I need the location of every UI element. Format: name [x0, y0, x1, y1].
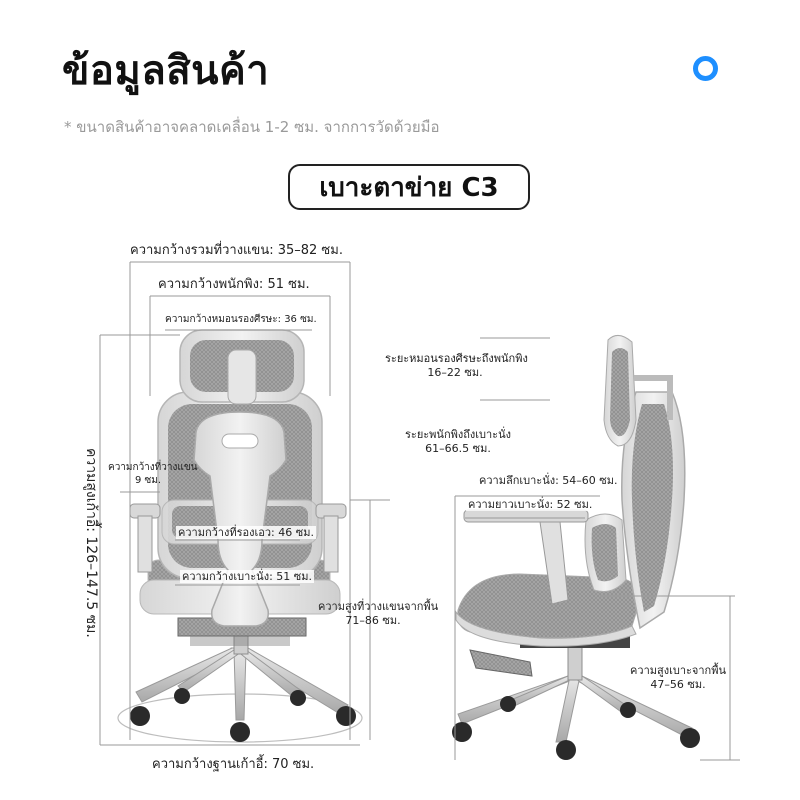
headrest-to-back-label: ระยะหมอนรองศีรษะถึงพนักพิง 16–22 ซม. [385, 352, 528, 380]
armrest-width-line1: ความกว้างที่วางแขน [108, 462, 198, 473]
armrest-width-line2: 9 ซม. [134, 474, 162, 486]
side-dimension-lines [454, 337, 740, 761]
back-to-seat-line2: 61–66.5 ซม. [425, 441, 491, 455]
armrest-height-label: ความสูงที่วางแขนจากพื้น 71–86 ซม. [318, 600, 439, 628]
lumbar-width-label: ความกว้างที่รองเอว: 46 ซม. [176, 526, 316, 540]
seat-width-text: ความกว้างเบาะนั่ง: 51 ซม. [180, 570, 314, 583]
seat-depth-text: ความลึกเบาะนั่ง: 54–60 ซม. [477, 474, 620, 487]
seat-length-label: ความยาวเบาะนั่ง: 52 ซม. [466, 498, 595, 512]
armrest-width-label: ความกว้างที่วางแขน 9 ซม. [108, 462, 198, 487]
total-width-label: ความกว้างรวมที่วางแขน: 35–82 ซม. [130, 243, 343, 258]
headrest-width-label: ความกว้างหมอนรองศีรษะ: 36 ซม. [165, 314, 317, 325]
measurement-note: * ขนาดสินค้าอาจคลาดเคลื่อน 1-2 ซม. จากกา… [64, 118, 440, 136]
seat-depth-label: ความลึกเบาะนั่ง: 54–60 ซม. [477, 474, 620, 488]
brand-ring-icon [693, 56, 718, 81]
front-casters [130, 688, 356, 742]
seat-height-label: ความสูงเบาะจากพื้น 47–56 ซม. [630, 664, 726, 692]
side-casters [452, 696, 700, 760]
front-spine [193, 411, 287, 627]
back-to-seat-label: ระยะพนักพิงถึงเบาะนั่ง 61–66.5 ซม. [398, 428, 518, 456]
headrest-to-back-line2: 16–22 ซม. [427, 365, 483, 379]
page-title: ข้อมูลสินค้า [62, 48, 270, 94]
backrest-width-label: ความกว้างพนักพิง: 51 ซม. [158, 277, 310, 292]
headrest-to-back-line1: ระยะหมอนรองศีรษะถึงพนักพิง [385, 352, 528, 365]
seat-height-line2: 47–56 ซม. [650, 677, 706, 691]
side-armrest-pad [463, 509, 589, 523]
armrest-height-line2: 71–86 ซม. [345, 613, 401, 627]
back-to-seat-line1: ระยะพนักพิงถึงเบาะนั่ง [405, 428, 511, 441]
base-width-label: ความกว้างฐานเก้าอี้: 70 ซม. [152, 757, 315, 772]
total-height-label: ความสูงเก้าอี้: 126–147.5 ซม. [83, 448, 99, 638]
armrest-height-line1: ความสูงที่วางแขนจากพื้น [318, 600, 439, 613]
model-label: เบาะตาข่าย C3 [319, 172, 499, 203]
side-chair [452, 335, 700, 760]
seat-width-label: ความกว้างเบาะนั่ง: 51 ซม. [180, 570, 314, 584]
front-star-base [135, 647, 349, 721]
lumbar-width-text: ความกว้างที่รองเอว: 46 ซม. [176, 526, 316, 539]
seat-length-text: ความยาวเบาะนั่ง: 52 ซม. [466, 498, 595, 511]
front-dimension-lines [99, 261, 390, 746]
model-label-box: เบาะตาข่าย C3 [288, 164, 530, 210]
seat-height-line1: ความสูงเบาะจากพื้น [630, 664, 726, 677]
